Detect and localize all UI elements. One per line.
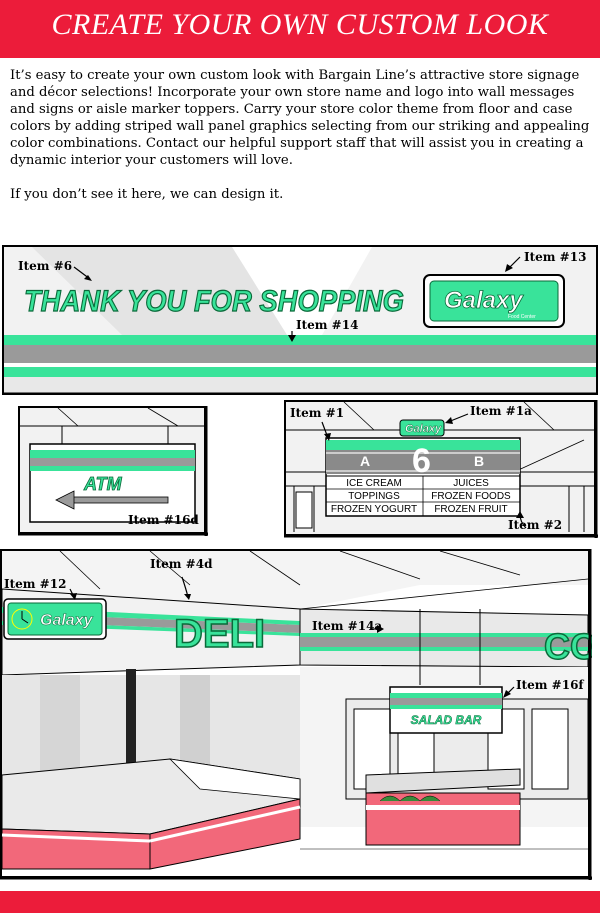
label-item-16f: Item #16f — [516, 678, 584, 692]
thank-you-message: THANK YOU FOR SHOPPING — [24, 285, 404, 318]
label-item-14a: Item #14a — [312, 619, 383, 633]
galaxy-logo-subtitle: Food Center — [508, 314, 536, 320]
atm-text: ATM — [83, 474, 123, 494]
partial-wall-text: CO — [544, 626, 592, 667]
label-item-13: Item #13 — [524, 250, 587, 264]
left-arrow-icon — [67, 496, 169, 504]
aisle-row-2-left: TOPPINGS — [348, 491, 400, 502]
label-item-6: Item #6 — [18, 259, 73, 273]
intro-paragraph-2: If you don’t see it here, we can design … — [10, 187, 284, 202]
aisle-letter-right: B — [474, 453, 484, 469]
aisle-marker-illustration: Galaxy A 6 B ICE CREAM JUICES TOPPINGS F… — [284, 400, 598, 538]
label-item-2: Item #2 — [508, 518, 563, 532]
label-item-14: Item #14 — [296, 318, 359, 332]
green-stripe-bottom — [4, 367, 596, 377]
green-stripe-top — [4, 335, 596, 345]
aisle-number: 6 — [412, 442, 431, 480]
wall-panel-illustration: THANK YOU FOR SHOPPING Galaxy Food Cente… — [2, 245, 598, 396]
aisle-row-1-right: JUICES — [453, 478, 489, 489]
aisle-logo — [399, 419, 445, 437]
label-item-1: Item #1 — [290, 406, 345, 420]
footer-bar — [0, 891, 600, 913]
label-item-4d: Item #4d — [150, 557, 213, 571]
aisle-marker-drawing: Galaxy A 6 B ICE CREAM JUICES TOPPINGS F… — [284, 400, 598, 538]
wall-panel-drawing: THANK YOU FOR SHOPPING Galaxy Food Cente… — [2, 245, 598, 396]
label-item-16d: Item #16d — [128, 513, 199, 527]
aisle-row-3-left: FROZEN YOGURT — [331, 504, 417, 515]
label-item-12: Item #12 — [4, 577, 67, 591]
aisle-letter-left: A — [360, 453, 370, 469]
store-scene-illustration: Galaxy DELI CO SALAD BAR — [0, 549, 599, 880]
aisle-row-1-left: ICE CREAM — [346, 478, 402, 489]
aisle-row-3-right: FROZEN FRUIT — [434, 504, 507, 515]
intro-text: It’s easy to create your own custom look… — [10, 67, 592, 220]
aisle-logo-text: Galaxy — [405, 423, 442, 435]
atm-sign-illustration: ATM Item #16d — [18, 406, 208, 536]
store-scene-drawing: Galaxy DELI CO SALAD BAR — [0, 549, 599, 880]
label-item-1a: Item #1a — [470, 404, 532, 418]
galaxy-logo-text: Galaxy — [444, 287, 524, 314]
atm-sign-drawing: ATM — [18, 406, 208, 536]
header-banner: CREATE YOUR OWN CUSTOM LOOK — [0, 0, 600, 58]
aisle-row-2-right: FROZEN FOODS — [431, 491, 511, 502]
gray-band — [4, 345, 596, 363]
intro-paragraph-1: It’s easy to create your own custom look… — [10, 68, 590, 168]
salad-bar-text: SALAD BAR — [411, 713, 482, 727]
page-title: CREATE YOUR OWN CUSTOM LOOK — [51, 8, 549, 41]
clock-sign-text: Galaxy — [40, 612, 94, 629]
deli-text: DELI — [174, 612, 265, 656]
